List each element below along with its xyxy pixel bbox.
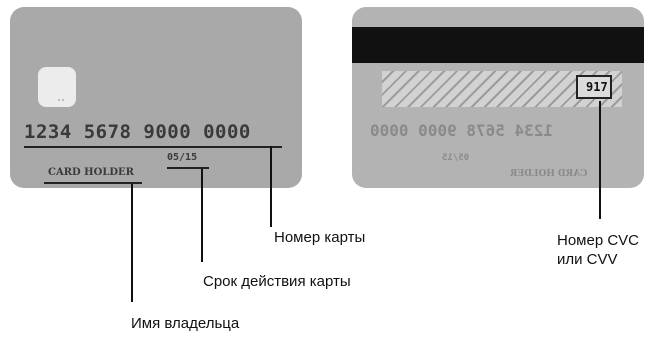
back-card-number: 1234 5678 9000 0000: [370, 121, 554, 140]
holder-underline: [44, 182, 142, 184]
expiry-underline: [167, 167, 209, 169]
leader-cvc: [599, 101, 601, 219]
label-cvc-line2: или CVV: [557, 251, 618, 268]
leader-expiry: [201, 169, 203, 262]
leader-holder: [131, 184, 133, 302]
card-expiry: 05/15: [167, 152, 198, 163]
label-expiry: Срок действия карты: [203, 273, 351, 290]
back-card-expiry: 05/15: [442, 153, 470, 163]
leader-card-number: [270, 146, 272, 227]
card-front: 1234 5678 9000 0000 05/15 CARD HOLDER: [10, 7, 302, 188]
cvc-code: 917: [586, 80, 608, 94]
card-holder: CARD HOLDER: [48, 167, 134, 178]
magnetic-stripe: [352, 27, 644, 63]
card-back: 917 1234 5678 9000 0000 05/15 CARD HOLDE…: [352, 7, 644, 188]
label-holder: Имя владельца: [131, 315, 240, 332]
label-cvc-line1: Номер CVC: [557, 232, 640, 249]
cvc-box: 917: [576, 75, 612, 99]
card-number: 1234 5678 9000 0000: [24, 121, 251, 143]
back-card-holder: CARD HOLDER: [510, 169, 588, 179]
card-number-underline: [24, 146, 282, 148]
label-card-number: Номер карты: [274, 229, 366, 246]
chip-icon: [38, 67, 76, 107]
